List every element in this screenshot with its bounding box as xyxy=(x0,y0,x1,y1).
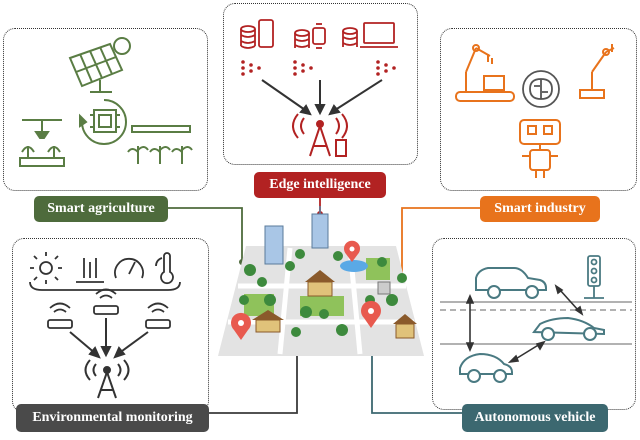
env-arrow-icons xyxy=(69,318,149,359)
skyscraper-icons xyxy=(264,206,329,265)
sports-car-icon xyxy=(532,316,605,341)
sprinkler-crops-icon xyxy=(127,125,193,164)
suv-icon xyxy=(475,267,547,299)
chip-cycle-icon xyxy=(79,99,127,145)
environmental-monitoring-label: Environmental monitoring xyxy=(16,404,209,432)
autonomous-vehicle-label: Autonomous vehicle xyxy=(462,404,608,432)
robot-arm-icon xyxy=(455,44,515,102)
robot-icon xyxy=(519,119,561,178)
industrial-arm-icon xyxy=(579,44,615,99)
gauge-icon xyxy=(114,257,144,279)
ai-brain-cycle-icon xyxy=(522,70,560,108)
database-watch-icon xyxy=(294,23,326,49)
router-icons xyxy=(47,288,171,329)
database-phone-icon xyxy=(240,19,274,49)
solar-panel-icon xyxy=(68,37,131,93)
tower-icon xyxy=(84,359,130,399)
smart-industry-label: Smart industry xyxy=(480,196,600,222)
neural-net-icons xyxy=(241,60,396,76)
humidity-icon xyxy=(76,258,104,283)
compact-car-icon xyxy=(459,352,513,383)
irrigation-icon xyxy=(19,119,65,167)
v2v-arrow-icons xyxy=(465,284,584,364)
arrow-icons xyxy=(261,79,383,116)
thermometer-icon xyxy=(155,252,174,285)
edge-intelligence-label: Edge intelligence xyxy=(254,172,386,198)
pond xyxy=(340,260,368,272)
autonomous-vehicle-panel xyxy=(432,238,636,410)
database-laptop-icon xyxy=(342,22,398,48)
tree-icons xyxy=(239,249,407,337)
smart-agriculture-label: Smart agriculture xyxy=(34,196,168,222)
traffic-light-icon xyxy=(584,255,604,299)
house-icons xyxy=(252,270,417,339)
sun-icon xyxy=(30,252,62,284)
edge-tower-icon xyxy=(292,113,348,157)
